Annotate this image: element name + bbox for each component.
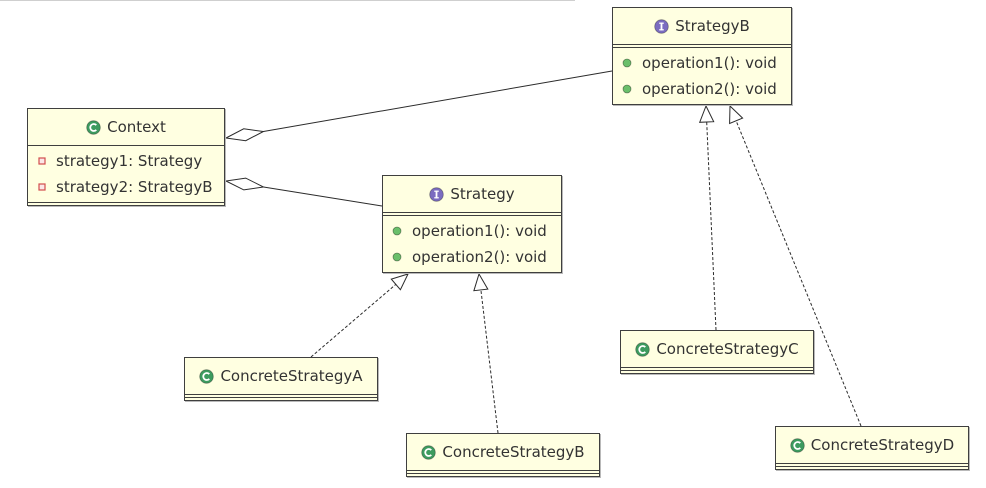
attribute-row: strategy1: Strategy [28, 148, 224, 174]
operations-compartment: operation1(): void operation2(): void [383, 215, 561, 272]
operation-signature: operation2(): void [642, 80, 777, 98]
attributes-compartment [776, 463, 968, 466]
operation-signature: operation1(): void [412, 222, 547, 240]
class-name: ConcreteStrategyA [220, 367, 363, 385]
operations-compartment [621, 370, 813, 373]
class-concretestrategyd[interactable]: ConcreteStrategyD [775, 426, 969, 470]
operations-compartment [28, 202, 224, 205]
attributes-compartment [613, 44, 791, 47]
realization-line [310, 284, 397, 358]
realization-concretestrategyd-to-strategyb [729, 104, 862, 427]
class-icon [86, 119, 101, 135]
realization-triangle [473, 272, 489, 292]
realization-line [706, 121, 717, 331]
canvas-top-border [0, 0, 575, 1]
class-icon [635, 341, 651, 357]
realization-concretestrategyb-to-strategy [473, 272, 499, 434]
public-method-icon [392, 252, 402, 262]
aggregation-context-to-strategyb [224, 70, 613, 142]
class-concretestrategyc[interactable]: ConcreteStrategyC [620, 330, 814, 374]
operations-compartment [185, 397, 377, 400]
class-header: ConcreteStrategyA [185, 358, 377, 394]
class-name: ConcreteStrategyD [810, 436, 955, 454]
class-header: ConcreteStrategyB [407, 434, 599, 470]
class-name: Context [107, 118, 166, 136]
attributes-compartment: strategy1: Strategy strategy2: StrategyB [28, 145, 224, 202]
interface-icon [429, 186, 445, 202]
class-header: ConcreteStrategyC [621, 331, 813, 367]
realization-line [480, 289, 499, 434]
realization-concretestrategyc-to-strategyb [698, 104, 717, 331]
private-field-icon [38, 183, 46, 191]
realization-triangle [729, 104, 744, 125]
class-context[interactable]: Context strategy1: Strategy strategy2: S… [27, 108, 225, 206]
operation-row: operation2(): void [383, 244, 561, 270]
attribute-signature: strategy2: StrategyB [56, 178, 213, 196]
attribute-signature: strategy1: Strategy [56, 152, 203, 170]
realization-triangle [390, 273, 409, 291]
aggregation-diamond [224, 128, 266, 142]
class-icon [199, 368, 215, 384]
realization-line [735, 120, 862, 427]
interface-icon [654, 18, 669, 34]
class-header: ConcreteStrategyD [776, 427, 968, 463]
operations-compartment: operation1(): void operation2(): void [613, 47, 791, 104]
attributes-compartment [621, 367, 813, 370]
operation-signature: operation2(): void [412, 248, 547, 266]
operation-row: operation2(): void [613, 76, 791, 102]
interface-strategyb[interactable]: StrategyB operation1(): void operation2(… [612, 7, 792, 105]
interface-strategy[interactable]: Strategy operation1(): void operation2()… [382, 175, 562, 273]
operations-compartment [407, 473, 599, 476]
class-header: StrategyB [613, 8, 791, 44]
attributes-compartment [407, 470, 599, 473]
private-field-icon [38, 157, 46, 165]
class-concretestrategyb[interactable]: ConcreteStrategyB [406, 433, 600, 477]
class-name: ConcreteStrategyB [442, 443, 585, 461]
operation-row: operation1(): void [613, 50, 791, 76]
public-method-icon [622, 84, 632, 94]
operation-signature: operation1(): void [642, 54, 777, 72]
operations-compartment [776, 466, 968, 469]
realization-triangle [698, 104, 715, 123]
public-method-icon [392, 226, 402, 236]
attribute-row: strategy2: StrategyB [28, 174, 224, 200]
aggregation-context-to-strategy [224, 177, 383, 207]
class-icon [421, 444, 437, 460]
class-name: Strategy [450, 185, 515, 203]
class-header: Context [28, 109, 224, 145]
aggregation-diamond [224, 177, 266, 191]
attributes-compartment [383, 212, 561, 215]
attributes-compartment [185, 394, 377, 397]
class-concretestrategya[interactable]: ConcreteStrategyA [184, 357, 378, 401]
public-method-icon [622, 58, 632, 68]
class-header: Strategy [383, 176, 561, 212]
realization-concretestrategya-to-strategy [310, 273, 409, 358]
class-icon [790, 437, 805, 453]
class-name: ConcreteStrategyC [656, 340, 799, 358]
class-name: StrategyB [675, 17, 750, 35]
aggregation-line [263, 186, 383, 207]
operation-row: operation1(): void [383, 218, 561, 244]
aggregation-line [263, 70, 613, 132]
